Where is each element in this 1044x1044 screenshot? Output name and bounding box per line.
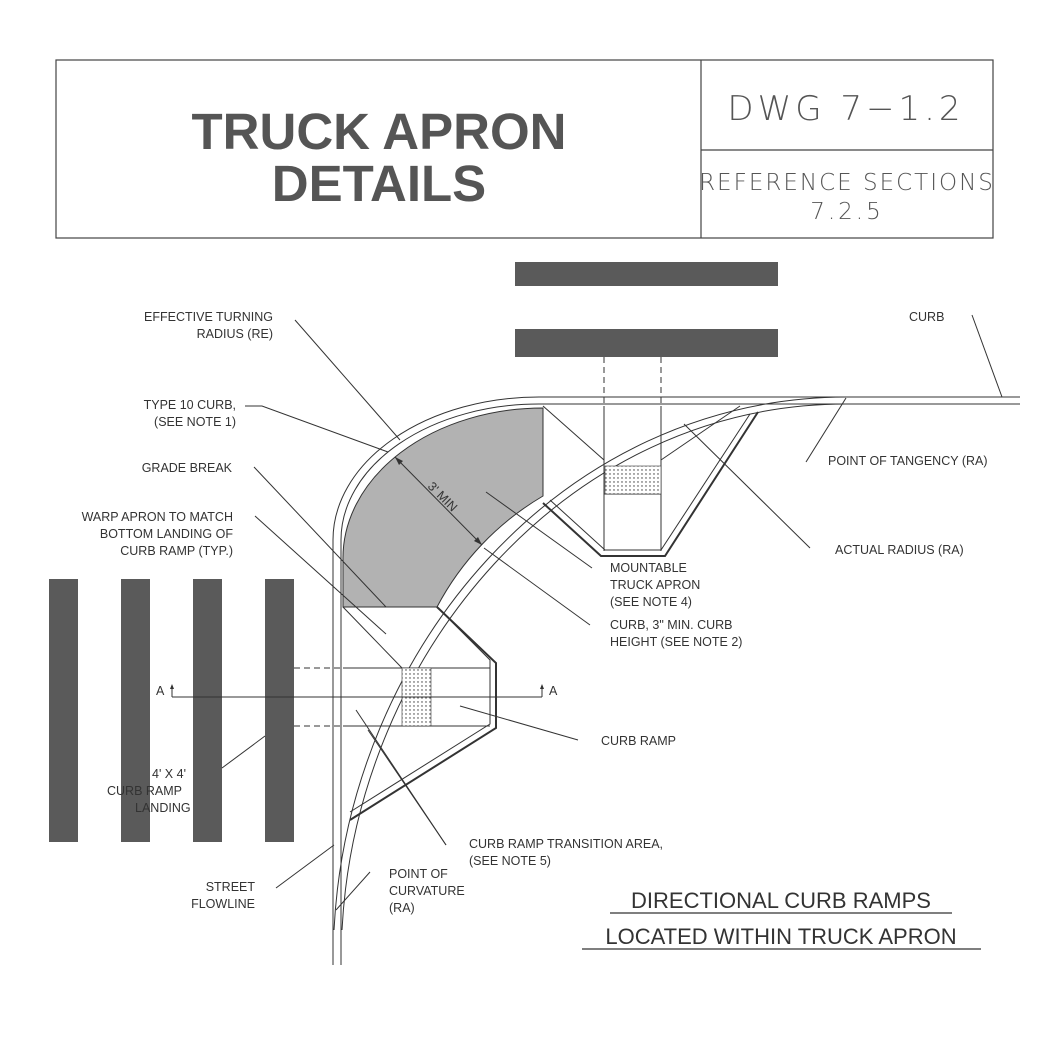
title-line-2: DETAILS — [272, 155, 486, 212]
leader-tangency — [805, 397, 847, 463]
title-block: TRUCK APRON DETAILS DWG 7−1.2 REFERENCE … — [55, 59, 995, 239]
caption-line-2: LOCATED WITHIN TRUCK APRON — [605, 924, 956, 949]
reference-line-1: REFERENCE SECTIONS — [699, 170, 995, 196]
crosswalk-top — [515, 262, 778, 357]
leader-effective-radius — [294, 319, 401, 441]
crosswalk-bar — [515, 262, 778, 286]
label-landing: 4' X 4' — [152, 767, 186, 781]
leader-curb — [971, 314, 1003, 398]
label-curb-height: CURB, 3" MIN. CURB — [610, 618, 733, 632]
leader-type10 — [245, 405, 389, 453]
label-actual-radius: ACTUAL RADIUS (RA) — [835, 543, 964, 557]
label-curb: CURB — [909, 310, 944, 324]
label-grade-break: GRADE BREAK — [142, 461, 233, 475]
crosswalk-bar — [121, 579, 150, 842]
mountable-apron-shading — [342, 407, 544, 608]
leader-landing — [221, 735, 266, 769]
leader-street-flowline — [275, 844, 335, 889]
lower-ramp-diagonal — [342, 606, 403, 669]
label-curvature: CURVATURE — [389, 884, 465, 898]
drawing-caption: DIRECTIONAL CURB RAMPS LOCATED WITHIN TR… — [582, 888, 981, 950]
label-section-a-right: A — [549, 684, 558, 698]
label-mountable: TRUCK APRON — [610, 578, 700, 592]
label-street-flowline: FLOWLINE — [191, 897, 255, 911]
section-arrow-head — [170, 684, 174, 689]
upper-detectable-warning — [604, 465, 662, 495]
back-of-curb — [332, 396, 1020, 965]
face-of-curb — [340, 403, 1020, 965]
crosswalk-bar — [265, 579, 294, 842]
crosswalk-bar — [49, 579, 78, 842]
label-mountable: MOUNTABLE — [610, 561, 687, 575]
label-warp: WARP APRON TO MATCH — [82, 510, 233, 524]
dwg-number: DWG 7−1.2 — [727, 89, 964, 129]
label-curvature: (RA) — [389, 901, 415, 915]
label-street-flowline: STREET — [206, 880, 256, 894]
label-section-a-left: A — [156, 684, 165, 698]
crosswalk-bar — [193, 579, 222, 842]
leader-curb-ramp — [459, 705, 579, 741]
leader-mountable — [485, 491, 593, 569]
leader-warp — [254, 515, 387, 635]
label-curvature: POINT OF — [389, 867, 448, 881]
label-transition: (SEE NOTE 5) — [469, 854, 551, 868]
three-min-dimension — [394, 456, 483, 546]
upper-ramp-diagonal — [542, 405, 605, 461]
section-arrow-head — [540, 684, 544, 689]
label-landing: LANDING — [135, 801, 191, 815]
title-line-1: TRUCK APRON — [192, 103, 567, 160]
leader-actual-radius — [683, 423, 811, 549]
label-mountable: (SEE NOTE 4) — [610, 595, 692, 609]
label-effective-radius: EFFECTIVE TURNING — [144, 310, 273, 324]
leader-grade-break — [253, 466, 387, 608]
label-landing: CURB RAMP — [107, 784, 182, 798]
label-warp: BOTTOM LANDING OF — [100, 527, 233, 541]
plan-view — [170, 357, 1020, 965]
label-warp: CURB RAMP (TYP.) — [120, 544, 233, 558]
crosswalk-bar — [515, 329, 778, 357]
title-block-frame — [55, 59, 994, 239]
leader-curvature — [335, 871, 371, 911]
upper-ramp-flare-inner — [549, 413, 751, 551]
label-type10: (SEE NOTE 1) — [154, 415, 236, 429]
callout-labels: CURB EFFECTIVE TURNING RADIUS (RE) TYPE … — [82, 310, 988, 915]
dimension-arrow — [395, 457, 403, 465]
label-transition: CURB RAMP TRANSITION AREA, — [469, 837, 663, 851]
label-curb-height: HEIGHT (SEE NOTE 2) — [610, 635, 742, 649]
label-tangency: POINT OF TANGENCY (RA) — [828, 454, 988, 468]
label-effective-radius: RADIUS (RE) — [197, 327, 273, 341]
dimension-arrow — [474, 537, 482, 545]
leader-transition — [355, 709, 447, 846]
upper-ramp-diagonal — [660, 405, 741, 461]
caption-line-1: DIRECTIONAL CURB RAMPS — [631, 888, 931, 913]
upper-ramp-flare — [542, 411, 759, 557]
lower-ramp-flare-inner — [349, 610, 491, 813]
label-curb-ramp: CURB RAMP — [601, 734, 676, 748]
lower-ramp-flare — [349, 606, 497, 821]
crosswalk-left — [49, 579, 294, 842]
leader-curb-height — [483, 547, 591, 626]
leader-lines — [221, 314, 1003, 911]
reference-line-2: 7.2.5 — [810, 199, 884, 225]
label-type10: TYPE 10 CURB, — [144, 398, 236, 412]
